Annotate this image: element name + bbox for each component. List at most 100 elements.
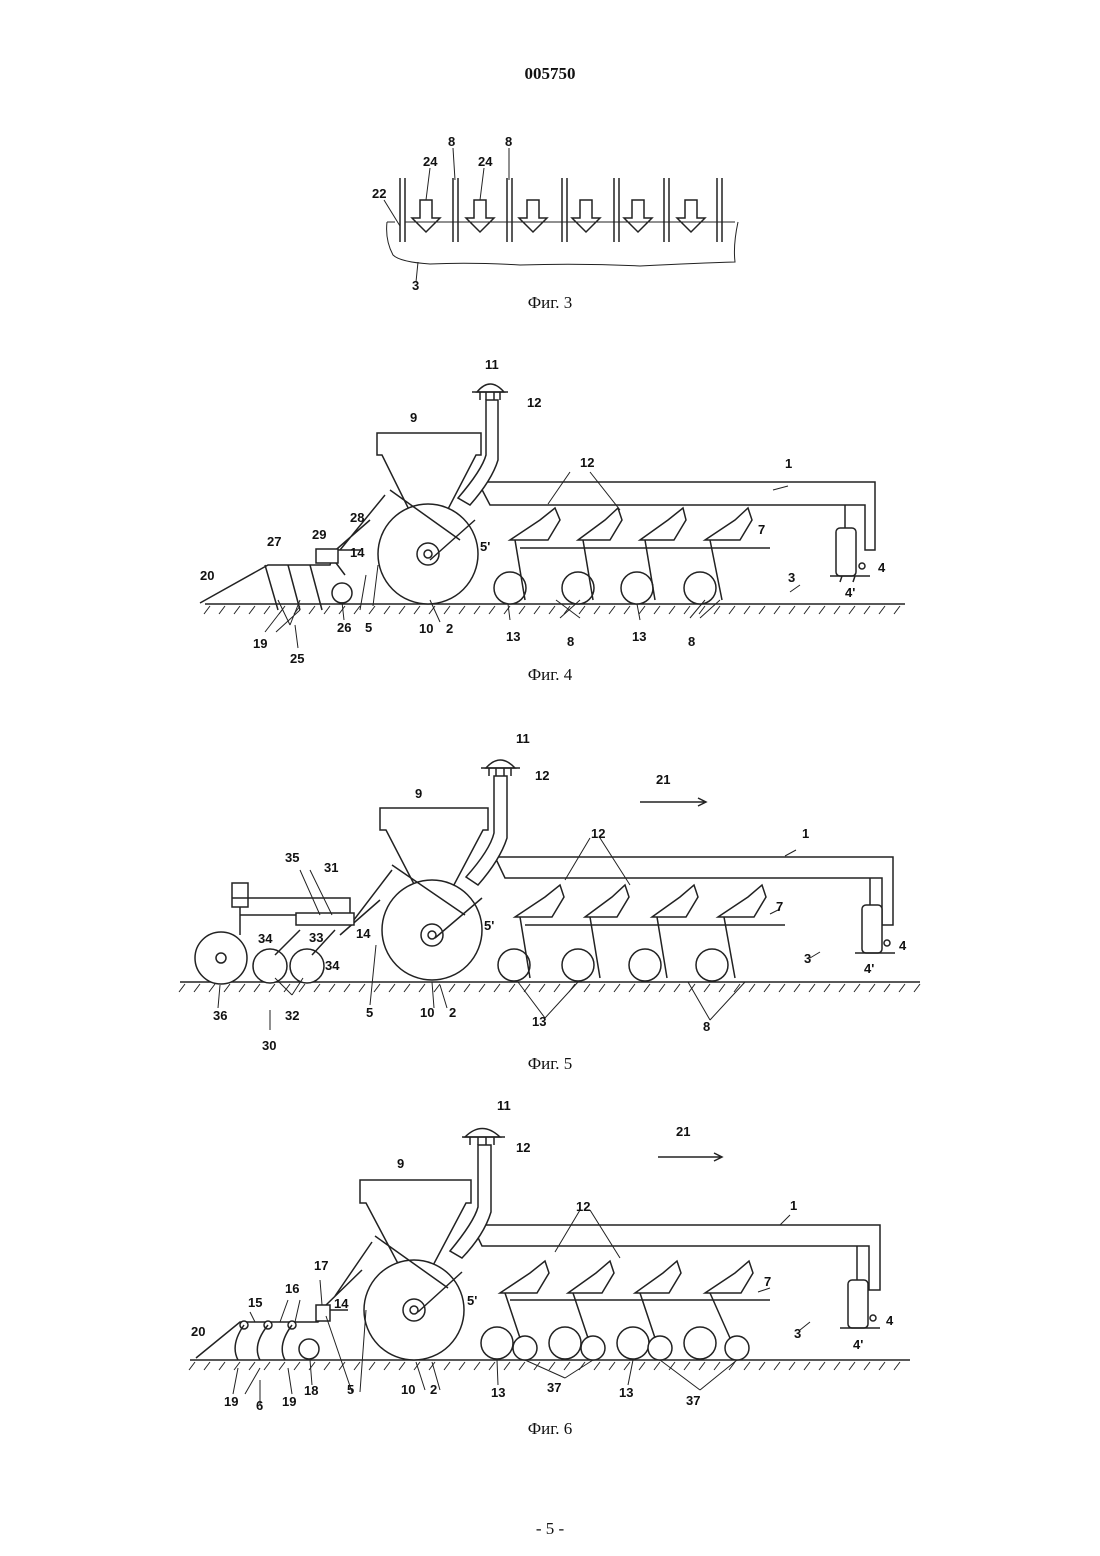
fig4-label-8b: 8	[688, 634, 695, 649]
fig4-label-10: 10	[419, 621, 433, 636]
fig6-label-7: 7	[764, 1274, 771, 1289]
fig4-label-2: 2	[446, 621, 453, 636]
support-leg	[836, 528, 856, 576]
fig5-label-2: 2	[449, 1005, 456, 1020]
figure-4-caption: Фиг. 4	[0, 665, 1100, 685]
fig5-label-34a: 34	[258, 931, 273, 946]
fig5-label-21: 21	[656, 772, 670, 787]
fig5-label-3: 3	[804, 951, 811, 966]
fig4-label-9: 9	[410, 410, 417, 425]
fig5-label-31: 31	[324, 860, 338, 875]
fig5-label-5p: 5'	[484, 918, 494, 933]
fig4-label-12a: 12	[527, 395, 541, 410]
fig5-label-12a: 12	[535, 768, 549, 783]
fig3-label-3: 3	[412, 278, 419, 293]
fig4-label-5: 5	[365, 620, 372, 635]
seeding-units	[494, 508, 770, 604]
fig4-label-14: 14	[350, 545, 365, 560]
figure-6-caption: Фиг. 6	[0, 1419, 1100, 1439]
fig5-label-9: 9	[415, 786, 422, 801]
fan-cap	[477, 384, 504, 392]
fig5-label-34b: 34	[325, 958, 340, 973]
fig4-label-12b: 12	[580, 455, 594, 470]
depth-wheel	[299, 1339, 319, 1359]
fig5-label-35: 35	[285, 850, 299, 865]
fig3-label-8a: 8	[448, 134, 455, 149]
figure-5-drawing: 11 12 21 9 12 1 35 31 7 5' 34 33 14 34 4…	[0, 710, 1100, 1055]
fig5-label-30: 30	[262, 1038, 276, 1053]
fig5-label-11: 11	[516, 731, 530, 746]
roller-mount	[232, 883, 248, 907]
fig4-label-13b: 13	[632, 629, 646, 644]
fig5-label-5: 5	[366, 1005, 373, 1020]
disc-32a	[253, 949, 287, 983]
fig6-label-1: 1	[790, 1198, 797, 1213]
fig6-label-18: 18	[304, 1383, 318, 1398]
fig5-label-10: 10	[420, 1005, 434, 1020]
fig4-label-4: 4	[878, 560, 886, 575]
seeding-units	[481, 1261, 770, 1360]
fig5-label-1: 1	[802, 826, 809, 841]
figure-5-caption: Фиг. 5	[0, 1054, 1100, 1074]
fig5-label-13: 13	[532, 1014, 546, 1029]
fig6-label-17: 17	[314, 1258, 328, 1273]
fig5-label-36: 36	[213, 1008, 227, 1023]
tine-row	[400, 178, 722, 242]
fig5-label-33: 33	[309, 930, 323, 945]
direction-arrow	[658, 1153, 722, 1161]
fig6-label-4: 4	[886, 1313, 894, 1328]
disc-32b	[290, 949, 324, 983]
fig5-label-7: 7	[776, 899, 783, 914]
fig6-label-14: 14	[334, 1296, 349, 1311]
fig4-label-25: 25	[290, 651, 304, 666]
figure-6-drawing: 11 12 21 9 12 1 17 16 15 14 5' 7 20 4 4'…	[0, 1090, 1100, 1430]
fig6-label-11: 11	[497, 1098, 511, 1113]
support-leg	[848, 1280, 868, 1328]
fig4-label-28: 28	[350, 510, 364, 525]
fig4-label-29: 29	[312, 527, 326, 542]
fig5-label-12b: 12	[591, 826, 605, 841]
fig4-label-11: 11	[485, 357, 499, 372]
fig6-label-10: 10	[401, 1382, 415, 1397]
fig6-label-3: 3	[794, 1326, 801, 1341]
fig6-label-2: 2	[430, 1382, 437, 1397]
fig4-label-1: 1	[785, 456, 792, 471]
fig4-label-7: 7	[758, 522, 765, 537]
fig6-label-5: 5	[347, 1382, 354, 1397]
fig6-label-6: 6	[256, 1398, 263, 1413]
fig3-label-8b: 8	[505, 134, 512, 149]
fig5-label-4: 4	[899, 938, 907, 953]
fig4-label-3: 3	[788, 570, 795, 585]
fig3-label-24b: 24	[478, 154, 493, 169]
fig3-label-22: 22	[372, 186, 386, 201]
fig4-label-8a: 8	[567, 634, 574, 649]
fig6-label-13b: 13	[619, 1385, 633, 1400]
fig6-label-20: 20	[191, 1324, 205, 1339]
furrow-openers	[412, 200, 705, 232]
fig4-label-20: 20	[200, 568, 214, 583]
figure-3-caption: Фиг. 3	[0, 293, 1100, 313]
direction-arrow	[640, 798, 706, 806]
fig6-label-37a: 37	[547, 1380, 561, 1395]
fig6-label-37b: 37	[686, 1393, 700, 1408]
page-number: - 5 -	[0, 1519, 1100, 1539]
fig5-label-4p: 4'	[864, 961, 874, 976]
fan-cap	[465, 1129, 500, 1138]
fig6-label-12b: 12	[576, 1199, 590, 1214]
fig6-label-19a: 19	[224, 1394, 238, 1409]
fig6-label-4p: 4'	[853, 1337, 863, 1352]
fig6-label-9: 9	[397, 1156, 404, 1171]
main-frame	[495, 857, 893, 925]
figure-4-drawing: 11 12 9 12 1 28 29 27 14 5' 7 20 4 4' 3 …	[0, 340, 1100, 670]
fig4-label-19: 19	[253, 636, 267, 651]
depth-wheel	[332, 583, 352, 603]
fig5-label-32: 32	[285, 1008, 299, 1023]
fig4-label-5p: 5'	[480, 539, 490, 554]
fig5-label-8: 8	[703, 1019, 710, 1034]
fig6-label-13a: 13	[491, 1385, 505, 1400]
fig4-label-4p: 4'	[845, 585, 855, 600]
fig6-label-15: 15	[248, 1295, 262, 1310]
fig6-label-16: 16	[285, 1281, 299, 1296]
fig4-label-13a: 13	[506, 629, 520, 644]
support-leg	[862, 905, 882, 953]
